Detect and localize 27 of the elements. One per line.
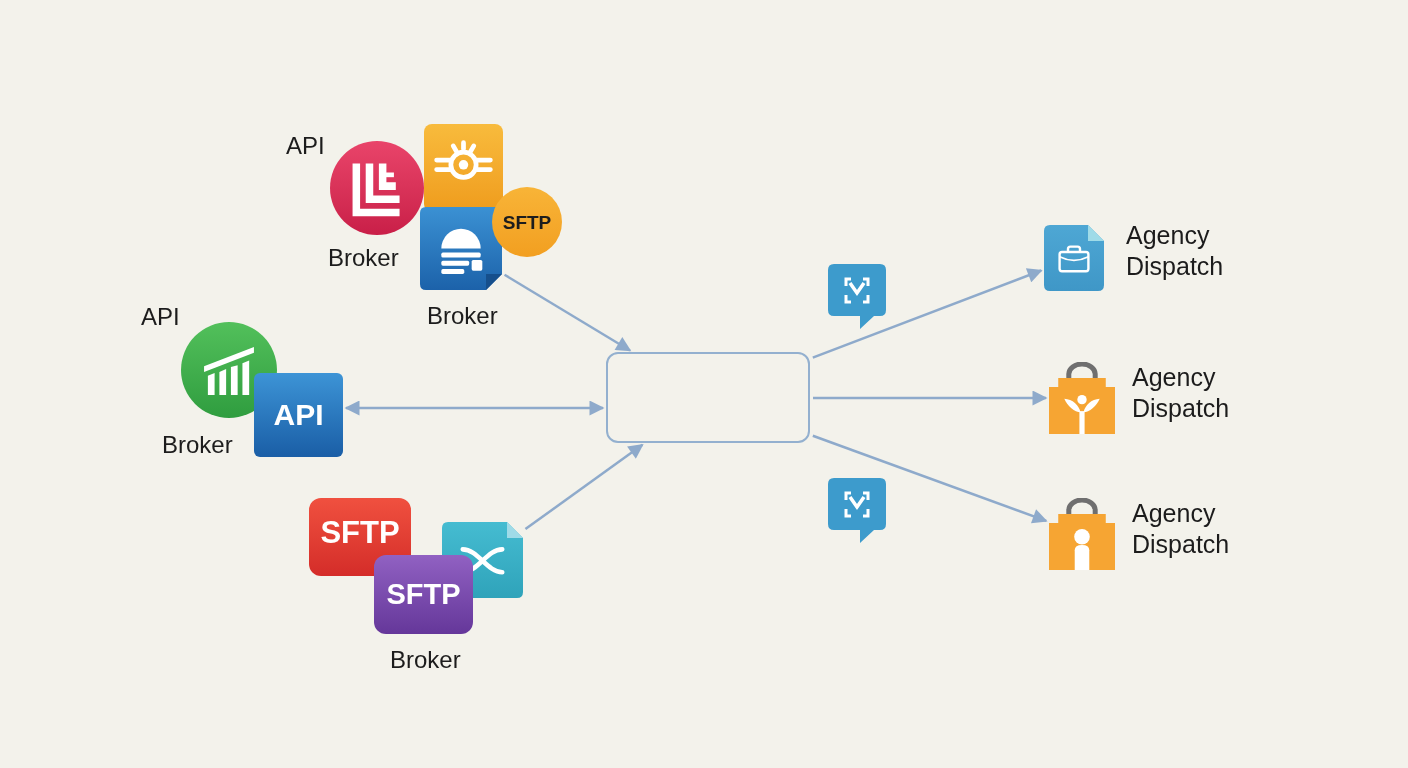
shopping-bag-icon: [1049, 362, 1115, 434]
tile-label: API: [273, 400, 324, 430]
briefcase-icon: [1044, 225, 1104, 291]
arrow: [813, 390, 1048, 406]
tile-label: SFTP: [386, 580, 461, 609]
protocol-tile: [309, 498, 411, 576]
arrow: [812, 268, 1043, 359]
node-caption: Broker: [427, 301, 498, 331]
node-caption: Agency Dispatch: [1126, 220, 1225, 283]
node-caption: API: [286, 131, 325, 161]
node-caption: Broker: [162, 430, 233, 460]
dome-lines-icon: [420, 207, 502, 290]
node-caption: Agency Dispatch: [1132, 498, 1231, 561]
node-caption: Broker: [328, 243, 399, 273]
process-box: [606, 352, 810, 443]
arrow: [812, 434, 1048, 524]
node-caption: Broker: [390, 645, 461, 675]
arrow: [503, 273, 632, 352]
double-arrow: [344, 400, 605, 416]
shopping-bag-icon: [1049, 498, 1115, 570]
tile-label: SFTP: [502, 212, 552, 232]
node-caption: API: [141, 302, 180, 332]
node-caption: Agency Dispatch: [1132, 362, 1231, 425]
arrow: [524, 443, 644, 531]
protocol-tile: [254, 373, 343, 457]
protocol-tile: [374, 555, 473, 634]
tile-label: SFTP: [320, 516, 400, 548]
